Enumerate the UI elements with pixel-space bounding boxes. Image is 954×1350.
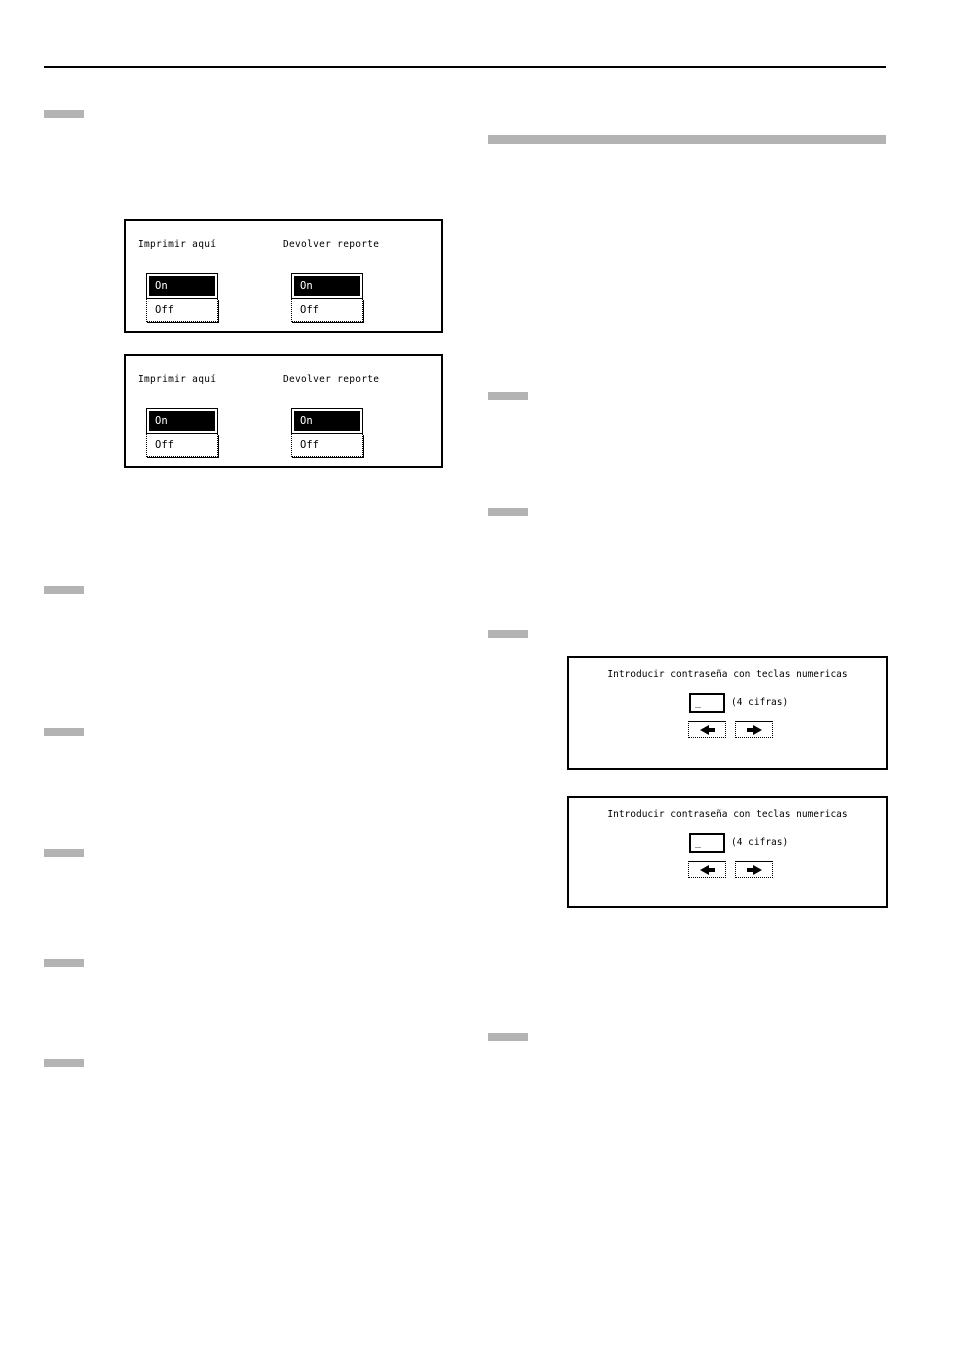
redacted-section-title-bar (488, 135, 886, 144)
right-arrow-button[interactable] (735, 721, 773, 738)
redacted-subheading-bar (488, 392, 528, 400)
digits-hint-label: (4 cifras) (731, 697, 789, 708)
redacted-subheading-bar (44, 586, 84, 594)
devolver-reporte-toggle: On Off (291, 408, 363, 457)
imprimir-aqui-toggle: On Off (146, 273, 218, 322)
right-arrow-icon (746, 864, 762, 875)
redacted-heading-bar (44, 110, 84, 118)
off-button[interactable]: Off (291, 434, 363, 457)
password-input[interactable]: _ (689, 693, 725, 713)
imprimir-aqui-toggle: On Off (146, 408, 218, 457)
on-button[interactable]: On (146, 408, 218, 434)
off-button[interactable]: Off (291, 299, 363, 322)
left-arrow-icon (699, 724, 715, 735)
on-button[interactable]: On (291, 408, 363, 434)
left-arrow-button[interactable] (688, 721, 726, 738)
digits-hint-label: (4 cifras) (731, 837, 789, 848)
password-screen-panel-2: Introducir contraseña con teclas numeric… (567, 796, 888, 908)
redacted-subheading-bar (44, 1059, 84, 1067)
onoff-screen-panel-1: Imprimir aquí Devolver reporte On Off On… (124, 219, 443, 333)
password-screen-panel-1: Introducir contraseña con teclas numeric… (567, 656, 888, 770)
devolver-reporte-label: Devolver reporte (283, 239, 380, 250)
redacted-subheading-bar (488, 630, 528, 638)
right-arrow-icon (746, 724, 762, 735)
redacted-subheading-bar (44, 728, 84, 736)
off-button[interactable]: Off (146, 434, 218, 457)
devolver-reporte-toggle: On Off (291, 273, 363, 322)
imprimir-aqui-label: Imprimir aquí (138, 239, 217, 250)
imprimir-aqui-label: Imprimir aquí (138, 374, 217, 385)
page-top-rule (44, 66, 886, 68)
on-button[interactable]: On (146, 273, 218, 299)
right-arrow-button[interactable] (735, 861, 773, 878)
on-button[interactable]: On (291, 273, 363, 299)
password-prompt-label: Introducir contraseña con teclas numeric… (607, 809, 848, 820)
left-arrow-icon (699, 864, 715, 875)
redacted-subheading-bar (488, 1033, 528, 1041)
password-input[interactable]: _ (689, 833, 725, 853)
redacted-subheading-bar (488, 508, 528, 516)
left-arrow-button[interactable] (688, 861, 726, 878)
redacted-subheading-bar (44, 959, 84, 967)
redacted-subheading-bar (44, 849, 84, 857)
off-button[interactable]: Off (146, 299, 218, 322)
devolver-reporte-label: Devolver reporte (283, 374, 380, 385)
onoff-screen-panel-2: Imprimir aquí Devolver reporte On Off On… (124, 354, 443, 468)
password-prompt-label: Introducir contraseña con teclas numeric… (607, 669, 848, 680)
